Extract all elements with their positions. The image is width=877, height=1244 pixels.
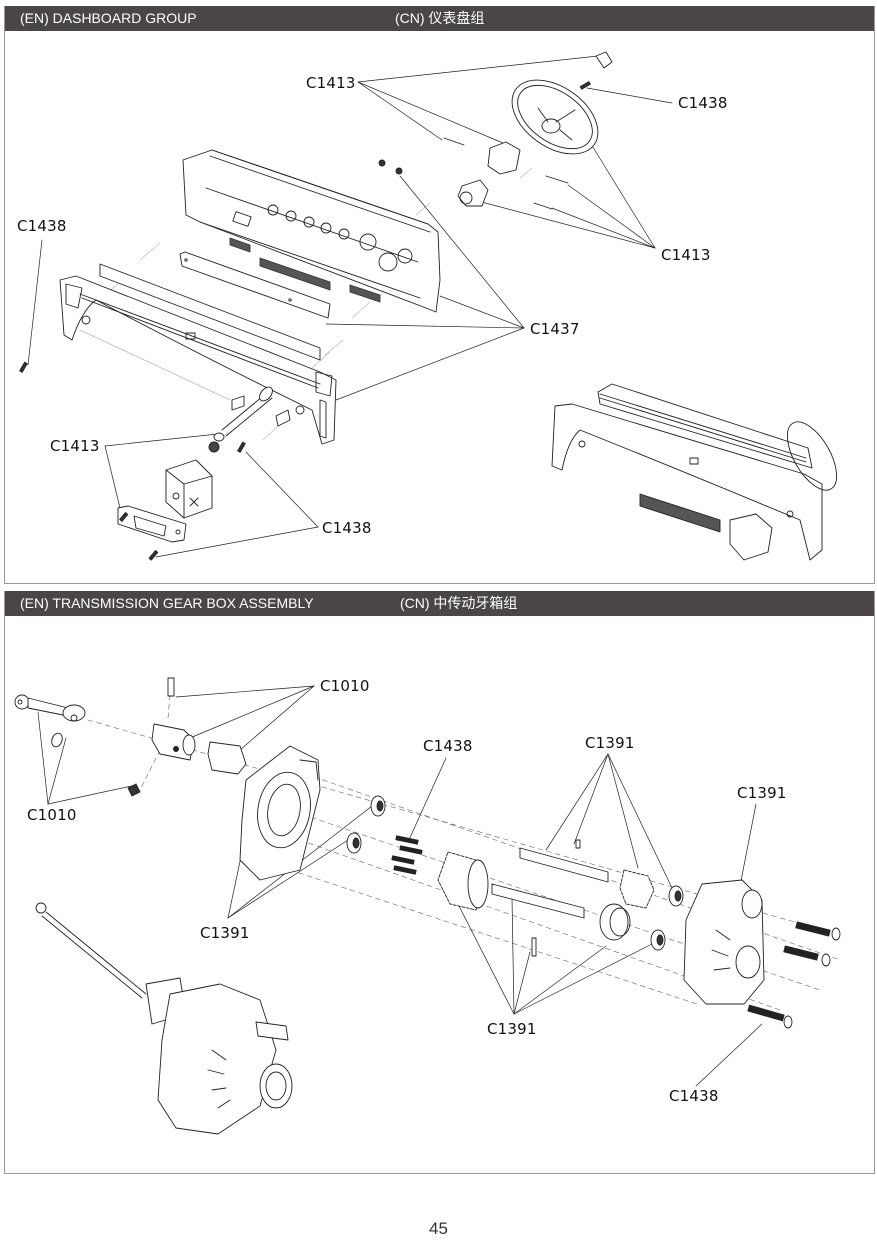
callout-c1413-servo: C1413 — [50, 437, 100, 455]
callout-c1391-case-right: C1391 — [737, 784, 787, 802]
gear-shafts — [491, 839, 609, 957]
steering-column — [208, 386, 291, 453]
callout-c1391-gears: C1391 — [487, 1020, 537, 1038]
transmission-gear-box-panel: (EN) TRANSMISSION GEAR BOX ASSEMBLY (CN)… — [4, 591, 875, 1174]
drive-yoke — [14, 694, 86, 748]
transmission-leader-lines — [37, 685, 763, 1087]
gearbox-screws-small — [391, 835, 423, 875]
coupler-parts — [127, 677, 247, 797]
dashboard-title-en: (EN) DASHBOARD GROUP — [20, 10, 197, 26]
steering-wheel — [511, 79, 599, 155]
callout-c1413-right: C1413 — [661, 246, 711, 264]
callout-c1391-shafts: C1391 — [585, 734, 635, 752]
transmission-title-cn: (CN) 中传动牙箱组 — [400, 595, 518, 611]
callout-c1438-small-screws: C1438 — [423, 737, 473, 755]
gearbox-screws-long — [747, 921, 841, 1029]
bearings — [346, 795, 684, 951]
page-number: 45 — [429, 1219, 448, 1238]
steering-servo — [165, 459, 213, 519]
dashboard-section-header: (EN) DASHBOARD GROUP (CN) 仪表盘组 — [5, 6, 874, 31]
dashboard-leader-lines — [27, 55, 673, 558]
callout-c1438-servo: C1438 — [322, 519, 372, 537]
diff-carrier — [599, 903, 631, 941]
dash-rear-housing — [182, 149, 441, 313]
dash-front-panel — [59, 263, 337, 445]
servo-mount — [117, 505, 187, 543]
dash-circuit-board — [179, 251, 331, 319]
pinion-gear — [619, 869, 655, 909]
callout-c1438-wheel: C1438 — [678, 94, 728, 112]
callout-c1438-left: C1438 — [17, 217, 67, 235]
dashboard-assembled-view — [551, 383, 838, 561]
dashboard-screws — [19, 81, 591, 561]
transmission-section-header: (EN) TRANSMISSION GEAR BOX ASSEMBLY (CN)… — [5, 591, 874, 616]
spur-gear — [437, 851, 489, 911]
gearbox-case-left — [239, 745, 321, 881]
dashboard-title-cn: (CN) 仪表盘组 — [395, 10, 485, 26]
transmission-title-en: (EN) TRANSMISSION GEAR BOX ASSEMBLY — [20, 595, 314, 611]
callout-c1437: C1437 — [530, 320, 580, 338]
callout-c1391-case-left: C1391 — [200, 924, 250, 942]
gearbox-assembled-view — [35, 902, 293, 1135]
dashboard-group-panel: (EN) DASHBOARD GROUP (CN) 仪表盘组 — [4, 6, 875, 584]
callout-c1010-top: C1010 — [320, 677, 370, 695]
callout-c1010-left: C1010 — [27, 806, 77, 824]
steering-hub-parts — [443, 51, 613, 210]
gearbox-case-right — [683, 879, 765, 1005]
callout-c1438-long-screw: C1438 — [669, 1087, 719, 1105]
callout-c1413-top: C1413 — [306, 74, 356, 92]
